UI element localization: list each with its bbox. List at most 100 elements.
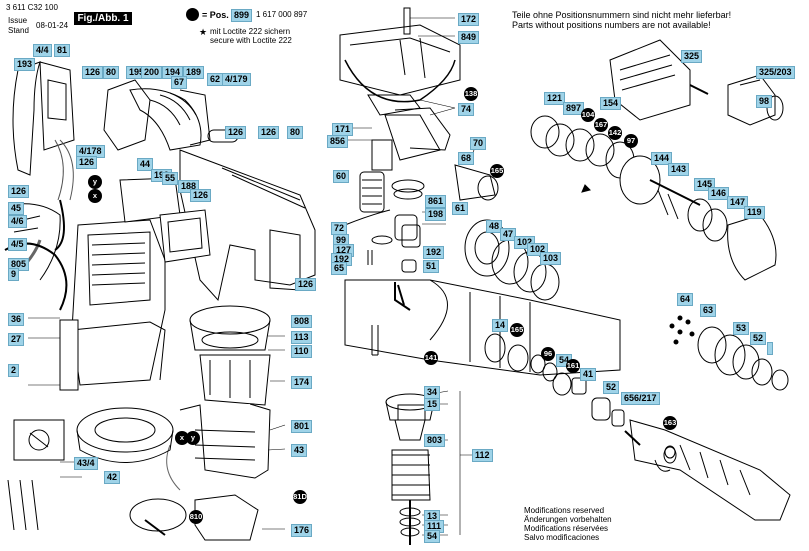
dot-97: 97: [624, 134, 638, 148]
label-34: 15: [424, 398, 441, 411]
label-154: 144: [651, 152, 673, 165]
dot-x-lower: x: [175, 431, 189, 445]
label-4-178: 126: [76, 156, 98, 169]
dot-167: 167: [594, 118, 608, 132]
label-43-4: 42: [104, 471, 121, 484]
issue-label: Issue: [8, 16, 28, 25]
label-15: 803: [424, 434, 446, 447]
label-68: 60: [333, 170, 350, 183]
label-81: 193: [14, 58, 36, 71]
loctite-note-de: mit Loctite 222 sichern: [210, 27, 291, 36]
pos-number: 899: [231, 9, 253, 22]
dot-96: 96: [541, 347, 555, 361]
dot-163: 163: [663, 416, 677, 430]
label-60: 861: [425, 195, 447, 208]
label-126-e: 126: [8, 185, 30, 198]
dot-141: 141: [424, 351, 438, 365]
handle-left: [12, 61, 41, 176]
label-325-203: 98: [756, 95, 773, 108]
footer-line-2: Änderungen vorbehalten: [524, 515, 612, 524]
pos-part-number: 1 617 000 897: [256, 10, 308, 19]
label-146: 147: [727, 196, 749, 209]
label-4-6: 4/5: [8, 238, 27, 251]
label-48: 47: [500, 228, 517, 241]
dot-x: x: [88, 189, 102, 203]
dot-138: 138: [464, 87, 478, 101]
label-126-b: 126: [225, 126, 247, 139]
dot-165-b: 165: [510, 323, 524, 337]
label-188: 126: [190, 189, 212, 202]
availability-notice-de: Teile ohne Positionsnummern sind nicht m…: [512, 10, 732, 20]
label-62: 4/179: [222, 73, 251, 86]
label-36: 27: [8, 333, 25, 346]
label-656-217: 325: [681, 50, 703, 63]
label-110: 2: [8, 364, 20, 377]
label-41: 52: [603, 381, 620, 394]
dot-142: 142: [608, 126, 622, 140]
dot-165-a: 165: [490, 164, 504, 178]
dot-104: 104: [581, 108, 595, 122]
label-193: 126: [82, 66, 104, 79]
label-63: 53: [733, 322, 750, 335]
label-176: 172: [458, 13, 480, 26]
label-144: 143: [668, 163, 690, 176]
label-45: 4/6: [8, 215, 27, 228]
label-897: 154: [600, 97, 622, 110]
label-65: 51: [423, 260, 440, 273]
pos-marker: [186, 8, 199, 21]
footer-line-3: Modifications réservées: [524, 524, 609, 533]
figure-title: Fig./Abb. 1: [74, 12, 132, 25]
label-856: 70: [470, 137, 487, 150]
label-70: 68: [458, 152, 475, 165]
star-icon: ★: [199, 27, 208, 37]
label-849: 74: [458, 103, 475, 116]
label-67: 62: [207, 73, 224, 86]
label-98: 121: [544, 92, 566, 105]
label-61: 198: [425, 208, 447, 221]
label-126-f: 45: [8, 202, 25, 215]
loctite-note-en: secure with Loctite 222: [210, 36, 292, 45]
availability-notice-en: Parts without positions numbers are not …: [512, 20, 711, 30]
dot-81d: 81D: [293, 490, 307, 504]
dot-810: 810: [189, 510, 203, 524]
label-103: 14: [492, 319, 509, 332]
label-325: 325/203: [756, 66, 795, 79]
label-174: 801: [291, 420, 313, 433]
label-64: 63: [700, 304, 717, 317]
label-803: 112: [472, 449, 493, 462]
label-102-b: 103: [540, 252, 562, 265]
footer-line-4: Salvo modificaciones: [524, 533, 600, 542]
label-113: 110: [291, 345, 312, 358]
footer-line-1: Modifications reserved: [524, 506, 605, 515]
label-126-c: 126: [258, 126, 280, 139]
dot-161: 161: [566, 359, 580, 373]
label-808: 36: [8, 313, 25, 326]
label-805: 9: [8, 268, 20, 281]
label-43: 43/4: [74, 457, 98, 470]
label-52-a: 656/217: [621, 392, 660, 405]
pos-prefix: = Pos.: [202, 10, 229, 20]
label-801: 43: [291, 444, 308, 457]
label-111: 54: [424, 530, 441, 543]
issue-date: 08-01-24: [36, 21, 69, 30]
label-4-4: 81: [54, 44, 71, 57]
dot-y: y: [88, 175, 102, 189]
label-127: 192: [423, 246, 445, 259]
label-189: 67: [171, 76, 188, 89]
label-861: 61: [452, 202, 469, 215]
label-54-b: 41: [580, 368, 597, 381]
label-195: 200: [141, 66, 163, 79]
label-172: 849: [458, 31, 480, 44]
label-27: 113: [291, 331, 312, 344]
label-80-b: 44: [137, 158, 154, 171]
label-51: 48: [486, 220, 503, 233]
doc-number: 3 611 C32 100: [6, 3, 58, 12]
label-194: 189: [183, 66, 205, 79]
label-147: 119: [744, 206, 765, 219]
label-192-b: 65: [331, 262, 348, 275]
label-42: 176: [291, 524, 313, 537]
sds-chuck: [609, 39, 691, 121]
locking-sleeve: [727, 214, 777, 281]
label-145: 146: [708, 187, 730, 200]
